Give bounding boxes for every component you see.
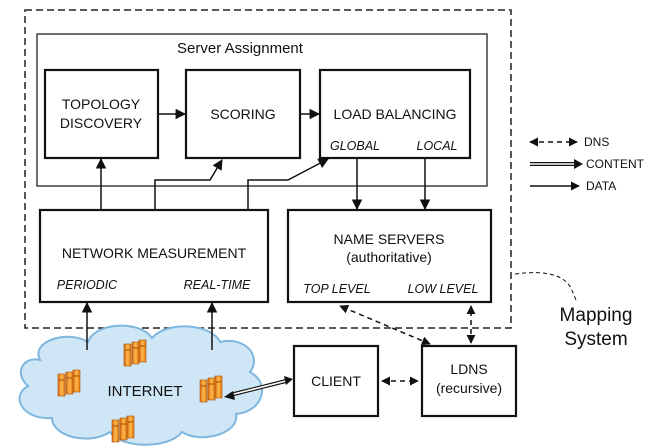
low-level-label: LOW LEVEL: [408, 282, 479, 296]
arrow-nm-to-load-balancing: [247, 158, 329, 210]
server-assignment-box: [36, 33, 488, 187]
system-label: System: [564, 329, 627, 350]
real-time-label: REAL-TIME: [184, 278, 251, 292]
discovery-label: DISCOVERY: [60, 115, 143, 131]
network-measurement-box: [38, 208, 270, 304]
legend-dns-label: DNS: [584, 135, 609, 149]
legend-content-arrowhead: [574, 159, 583, 169]
global-label: GLOBAL: [330, 139, 380, 153]
topology-label: TOPOLOGY: [62, 96, 141, 112]
legend-content-label: CONTENT: [586, 157, 645, 171]
name-servers-box: [286, 208, 493, 304]
content-arrow-inner: [231, 380, 287, 396]
dns-arrow-ldns-top-level: [339, 305, 431, 345]
legend-data-label: DATA: [586, 179, 616, 193]
network-measurement-label: NETWORK MEASUREMENT: [62, 245, 247, 261]
mapping-label: Mapping: [560, 305, 633, 326]
server-icon: [199, 375, 223, 403]
server-icon: [123, 339, 147, 367]
top-level-label: TOP LEVEL: [303, 282, 370, 296]
internet-label: INTERNET: [108, 383, 183, 400]
mapping-system-boundary: [24, 9, 512, 329]
server-icon: [111, 415, 135, 443]
content-arrowhead-client: [284, 376, 293, 385]
load-balancing-label: LOAD BALANCING: [334, 106, 457, 122]
ldns-label: LDNS: [450, 361, 487, 377]
recursive-label: (recursive): [436, 380, 502, 396]
arrow-nm-to-scoring: [154, 159, 223, 210]
client-label: CLIENT: [311, 373, 361, 389]
mapping-system-pointer: [514, 272, 577, 301]
content-arrowhead: [224, 391, 235, 400]
ldns-box: [420, 344, 518, 418]
server-assignment-title: Server Assignment: [177, 40, 304, 57]
topology-discovery-box: [43, 68, 160, 160]
internet-cloud: [18, 324, 263, 446]
client-box: [292, 344, 380, 418]
name-servers-label: NAME SERVERS: [334, 231, 445, 247]
scoring-label: SCORING: [210, 106, 275, 122]
server-icon: [57, 369, 81, 397]
local-label: LOCAL: [417, 139, 458, 153]
periodic-label: PERIODIC: [57, 278, 118, 292]
authoritative-label: (authoritative): [346, 249, 432, 265]
load-balancing-box: [318, 68, 472, 160]
